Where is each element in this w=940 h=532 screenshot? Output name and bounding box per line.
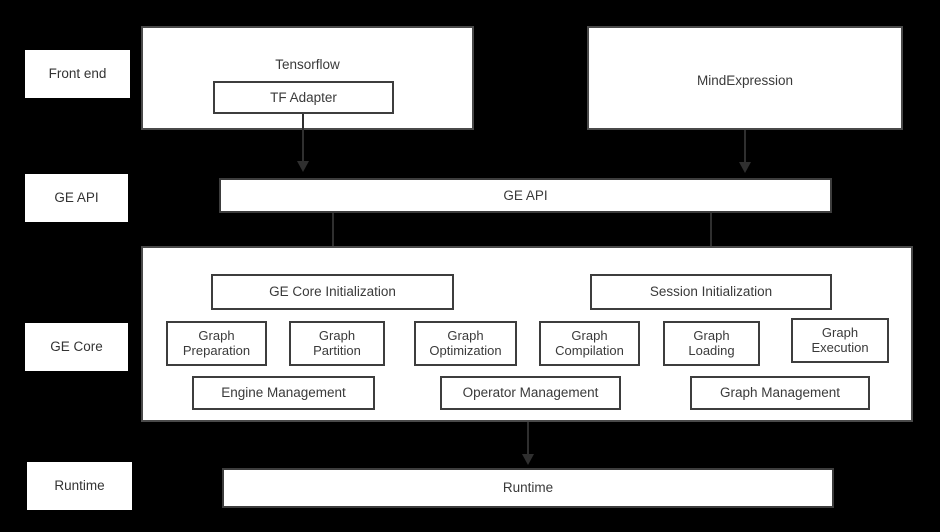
manager-graph-management[interactable]: Graph Management — [690, 376, 870, 410]
module-graph-compilation[interactable]: Graph Compilation — [539, 321, 640, 366]
connector-ge-api-to-ge-core-init — [332, 213, 334, 260]
connector-mindexpression-to-ge-api-arrowhead — [739, 162, 751, 173]
layer-label-ge-core: GE Core — [25, 323, 128, 371]
tensorflow-panel-title: Tensorflow — [275, 57, 340, 72]
module-graph-preparation[interactable]: Graph Preparation — [166, 321, 267, 366]
runtime-bar[interactable]: Runtime — [222, 468, 834, 508]
module-graph-execution[interactable]: Graph Execution — [791, 318, 889, 363]
module-graph-partition[interactable]: Graph Partition — [289, 321, 385, 366]
mindexpression-panel: MindExpression — [587, 26, 903, 130]
module-graph-optimization[interactable]: Graph Optimization — [414, 321, 517, 366]
layer-label-front-end: Front end — [25, 50, 130, 98]
connector-tf-adapter-to-ge-api — [302, 114, 304, 164]
layer-label-ge-api: GE API — [25, 174, 128, 222]
tensorflow-panel: Tensorflow — [141, 26, 474, 130]
connector-ge-core-to-runtime — [527, 422, 529, 456]
connector-ge-api-to-session-init — [710, 213, 712, 260]
connector-mindexpression-to-ge-api — [744, 130, 746, 165]
connector-ge-core-to-runtime-arrowhead — [522, 454, 534, 465]
tf-adapter-box[interactable]: TF Adapter — [213, 81, 394, 114]
manager-engine-management[interactable]: Engine Management — [192, 376, 375, 410]
module-graph-loading[interactable]: Graph Loading — [663, 321, 760, 366]
manager-operator-management[interactable]: Operator Management — [440, 376, 621, 410]
session-initialization-box[interactable]: Session Initialization — [590, 274, 832, 310]
mindexpression-panel-title: MindExpression — [696, 73, 794, 88]
ge-core-initialization-box[interactable]: GE Core Initialization — [211, 274, 454, 310]
layer-label-runtime: Runtime — [27, 462, 132, 510]
ge-api-bar[interactable]: GE API — [219, 178, 832, 213]
connector-tf-adapter-to-ge-api-arrowhead — [297, 161, 309, 172]
